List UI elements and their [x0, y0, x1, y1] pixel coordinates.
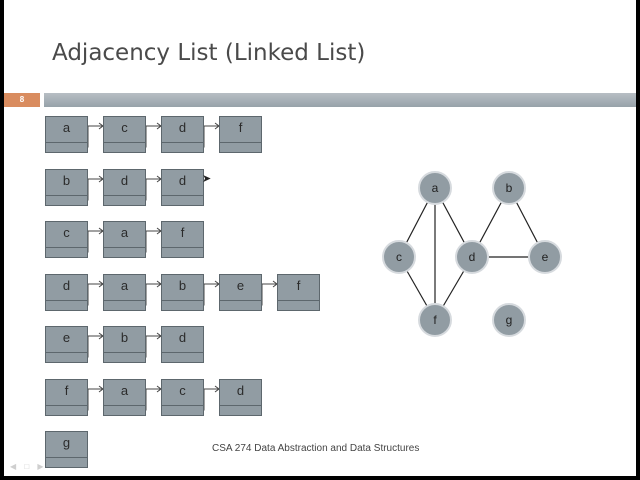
list-node: a [103, 221, 146, 258]
list-node: d [161, 116, 204, 153]
node-label: a [120, 278, 129, 293]
node-label: c [63, 225, 70, 240]
mouse-cursor-icon: ➤ [202, 173, 212, 185]
node-label: g [62, 435, 71, 450]
list-head-node: f [45, 379, 88, 416]
node-divider [162, 300, 203, 301]
node-divider [46, 195, 87, 196]
list-head-node: c [45, 221, 88, 258]
node-divider [46, 142, 87, 143]
graph-vertex-label: d [469, 250, 476, 264]
graph-vertex-label: c [396, 250, 402, 264]
node-label: d [178, 120, 187, 135]
graph-vertex [528, 240, 562, 274]
node-label: b [178, 278, 187, 293]
node-divider [162, 405, 203, 406]
graph-diagram: a b c d e f g [382, 171, 562, 337]
node-label: a [62, 120, 71, 135]
graph-vertex [492, 171, 526, 205]
list-head-node: g [45, 431, 88, 468]
list-node: c [103, 116, 146, 153]
list-node: b [103, 326, 146, 363]
node-divider [162, 247, 203, 248]
node-divider [104, 142, 145, 143]
node-label: b [120, 330, 129, 345]
node-divider [104, 300, 145, 301]
node-divider [46, 457, 87, 458]
node-label: c [179, 383, 186, 398]
list-node: f [277, 274, 320, 311]
node-label: d [178, 173, 187, 188]
graph-vertex-label: g [506, 313, 513, 327]
list-node: d [103, 169, 146, 206]
graph-vertex [455, 240, 489, 274]
node-label: f [64, 383, 69, 398]
list-node: d [161, 326, 204, 363]
list-head-node: e [45, 326, 88, 363]
node-label: d [236, 383, 245, 398]
slide-footer: CSA 274 Data Abstraction and Data Struct… [212, 443, 420, 454]
node-label: f [296, 278, 301, 293]
graph-vertex [418, 303, 452, 337]
node-divider [220, 142, 261, 143]
list-node: a [103, 379, 146, 416]
node-label: a [120, 383, 129, 398]
node-divider [278, 300, 319, 301]
list-head-node: d [45, 274, 88, 311]
graph-vertex-label: e [542, 250, 549, 264]
node-label: b [62, 173, 71, 188]
node-divider [46, 352, 87, 353]
list-node: c [161, 379, 204, 416]
node-divider [46, 300, 87, 301]
node-divider [220, 300, 261, 301]
node-divider [104, 247, 145, 248]
node-divider [162, 195, 203, 196]
list-node: e [219, 274, 262, 311]
graph-vertex-label: a [432, 181, 439, 195]
node-label: c [121, 120, 128, 135]
node-divider [46, 247, 87, 248]
node-divider [220, 405, 261, 406]
node-divider [162, 142, 203, 143]
graph-vertex [492, 303, 526, 337]
slide-title: Adjacency List (Linked List) [52, 40, 366, 66]
node-label: d [178, 330, 187, 345]
node-divider [104, 195, 145, 196]
node-label: e [236, 278, 245, 293]
node-divider [104, 405, 145, 406]
list-node: d [161, 169, 204, 206]
graph-vertex [418, 171, 452, 205]
graph-vertex [382, 240, 416, 274]
node-label: e [62, 330, 71, 345]
list-node: f [219, 116, 262, 153]
list-node: a [103, 274, 146, 311]
list-node: d [219, 379, 262, 416]
node-divider [46, 405, 87, 406]
node-label: d [62, 278, 71, 293]
node-divider [162, 352, 203, 353]
node-label: a [120, 225, 129, 240]
graph-vertex-label: f [433, 313, 437, 327]
node-label: f [180, 225, 185, 240]
node-label: f [238, 120, 243, 135]
list-head-node: b [45, 169, 88, 206]
list-node: b [161, 274, 204, 311]
node-divider [104, 352, 145, 353]
graph-vertex-label: b [506, 181, 513, 195]
list-head-node: a [45, 116, 88, 153]
header-bar [44, 93, 636, 107]
slideshow-controls-icon[interactable]: ◀ □ ▶ [10, 462, 47, 471]
list-node: f [161, 221, 204, 258]
slide-number: 8 [4, 93, 40, 107]
node-label: d [120, 173, 129, 188]
